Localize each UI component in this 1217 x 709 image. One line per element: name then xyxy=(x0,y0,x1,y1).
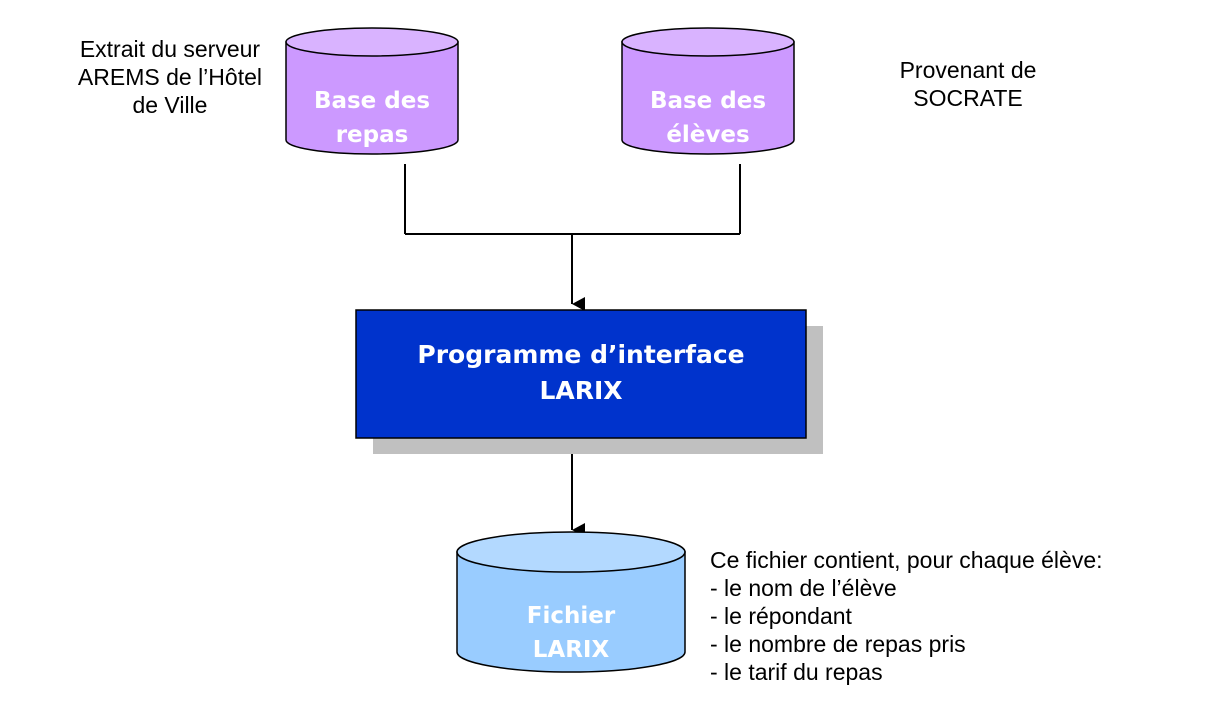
students-database-cylinder xyxy=(621,27,795,155)
file-contents-item-respondent: - le répondant xyxy=(710,603,852,629)
students-db-label: Base des élèves xyxy=(622,84,794,152)
meals-database-cylinder xyxy=(285,27,459,155)
meals-db-body xyxy=(285,41,459,155)
file-contents-item-meal-count: - le nombre de repas pris xyxy=(710,631,966,657)
file-contents-item-meal-price: - le tarif du repas xyxy=(710,659,883,685)
source-note-arems: Extrait du serveur AREMS de l’Hôtel de V… xyxy=(0,35,262,119)
meals-db-label: Base des repas xyxy=(286,84,458,152)
larix-file-body xyxy=(456,551,686,673)
larix-file-label-line-1: Fichier xyxy=(526,603,616,629)
source-note-arems-line-1: Extrait du serveur xyxy=(79,36,261,62)
students-db-label-line-2: élèves xyxy=(666,122,750,148)
file-contents-item-name: - le nom de l’élève xyxy=(710,575,897,601)
source-note-socrate-line-2: SOCRATE xyxy=(913,85,1023,111)
program-label-line-1: Programme d’interface xyxy=(417,340,745,369)
meals-db-label-line-1: Base des xyxy=(313,88,431,114)
source-note-arems-line-2: AREMS de l’Hôtel xyxy=(77,64,262,90)
file-contents-note: Ce fichier contient, pour chaque élève: … xyxy=(710,546,1103,686)
source-note-socrate-line-1: Provenant de xyxy=(899,57,1037,83)
program-box-body xyxy=(355,309,807,439)
source-note-socrate: Provenant de SOCRATE xyxy=(878,56,1058,112)
students-db-body xyxy=(621,41,795,155)
meals-db-top xyxy=(285,27,459,57)
program-label: Programme d’interface LARIX xyxy=(356,337,806,409)
program-box xyxy=(355,309,823,454)
source-note-arems-line-3: de Ville xyxy=(132,92,208,118)
students-db-top xyxy=(621,27,795,57)
meals-db-label-line-2: repas xyxy=(335,122,409,148)
program-label-line-2: LARIX xyxy=(539,376,623,405)
file-contents-heading: Ce fichier contient, pour chaque élève: xyxy=(710,547,1103,573)
students-db-label-line-1: Base des xyxy=(649,88,767,114)
larix-file-cylinder xyxy=(456,531,686,673)
larix-file-top xyxy=(456,531,686,573)
larix-file-label-line-2: LARIX xyxy=(532,637,610,663)
larix-file-label: Fichier LARIX xyxy=(457,599,685,667)
